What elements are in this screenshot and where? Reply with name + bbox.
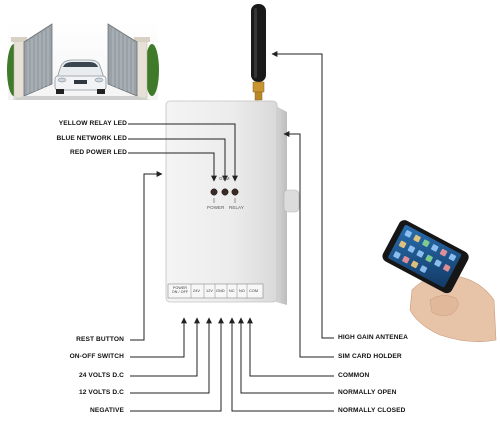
reset-leader-line (130, 171, 163, 341)
led-leader-lines (128, 123, 238, 182)
gate-scene-illustration (7, 20, 159, 100)
led-gsm-label: GSM (219, 176, 230, 181)
high-gain-antenna-label: HIGH GAIN ANTENEA (338, 334, 408, 341)
negative-label: NEGATIVE (89, 407, 124, 414)
normally-open-label: NORMALLY OPEN (338, 389, 397, 396)
common-label: COMMON (338, 372, 370, 379)
terminal-power-label: POWER ON / OFF (171, 286, 189, 294)
terminal-com-label: COM (249, 289, 259, 293)
terminal-gnd-label: GND (216, 289, 225, 293)
terminal-strip (167, 283, 264, 299)
yellow-relay-led-label: YELLOW RELAY LED (58, 120, 127, 127)
power-led (210, 188, 218, 196)
terminal-no-label: NO (239, 289, 245, 293)
antenna-illustration (251, 4, 266, 101)
led-cluster (210, 188, 239, 203)
relay-led (231, 188, 239, 196)
12v-dc-label: 12 VOLTS D.C (78, 389, 124, 396)
blue-network-led-label: BLUE NETWORK LED (56, 135, 127, 142)
on-off-switch-label: ON-OFF SWITCH (69, 353, 124, 360)
led-power-label: POWER (207, 205, 225, 210)
terminal-right-leaders (229, 317, 334, 412)
right-top-leaders (271, 51, 334, 358)
terminal-24v-label: 24V (193, 289, 201, 293)
gsm-relay-device (165, 100, 300, 305)
terminal-nc-label: NC (229, 289, 235, 293)
red-power-led-label: RED POWER LED (70, 149, 127, 156)
normally-closed-label: NORMALLY CLOSED (338, 407, 406, 414)
phone-hand-illustration (382, 220, 497, 342)
24v-dc-label: 24 VOLTS D.C (78, 372, 124, 379)
terminal-left-leaders (130, 317, 224, 412)
car-illustration (54, 59, 107, 94)
terminal-12v-label: 12V (206, 289, 214, 293)
network-led (221, 188, 229, 196)
led-relay-label: RELAY (229, 205, 244, 210)
reset-button-label: REST BUTTON (76, 336, 124, 343)
sim-card-holder-label: SIM CARD HOLDER (338, 353, 402, 360)
